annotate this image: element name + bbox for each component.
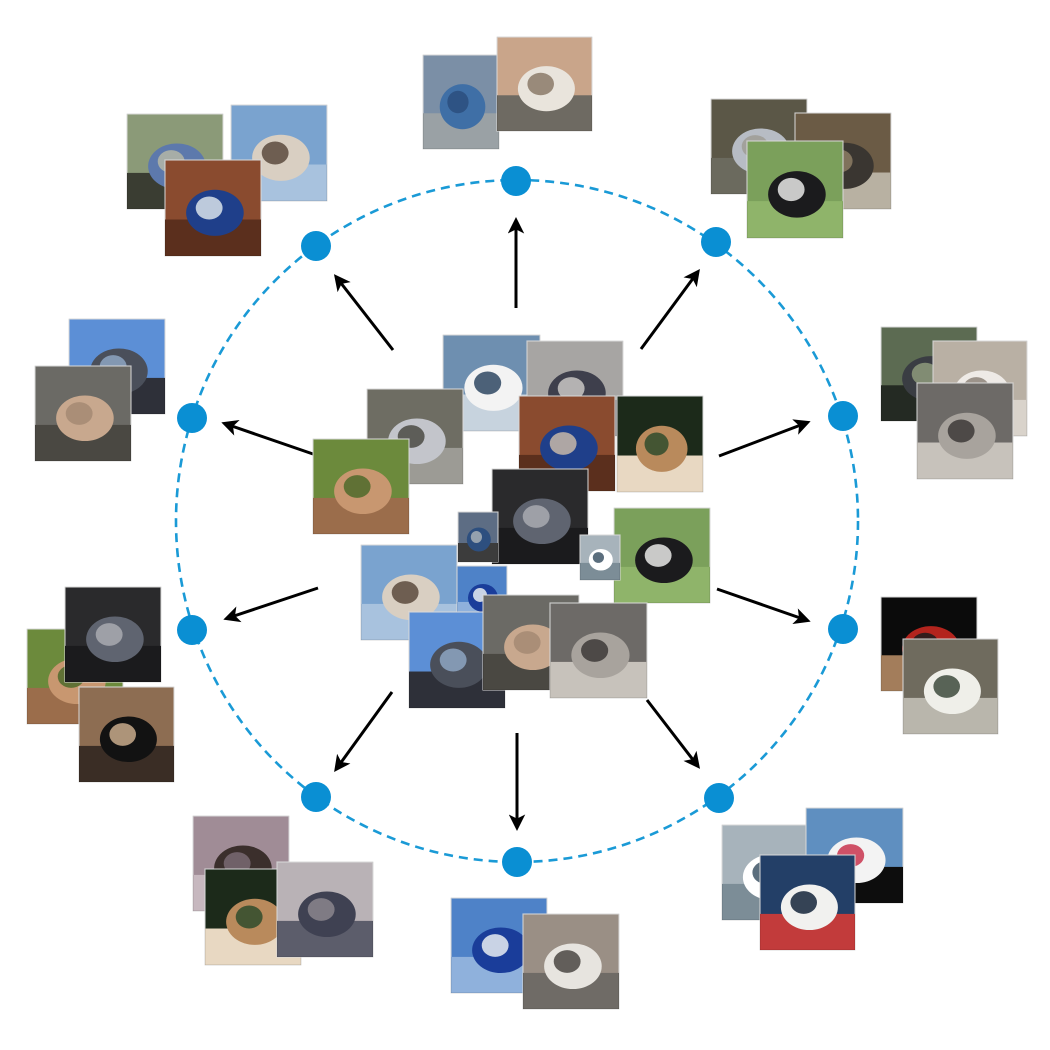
center-dog-photo: [366, 388, 464, 485]
arrow-cars: [716, 587, 811, 624]
cluster-monkeys: [34, 318, 166, 462]
arrow-monkeys: [221, 419, 314, 456]
arrow-birds: [333, 274, 395, 351]
truck-photo: [496, 36, 593, 132]
cluster-horses: [26, 586, 175, 783]
deer-photo: [276, 861, 374, 958]
center-truck-photo: [457, 511, 499, 563]
cluster-nodes: [177, 166, 858, 877]
cluster-thumbnails: [26, 36, 1028, 1010]
node-monkeys: [177, 403, 207, 433]
cluster-ships: [721, 807, 904, 951]
arrow-deer: [334, 691, 394, 773]
cluster-birds: [126, 104, 328, 257]
node-trucks: [501, 166, 531, 196]
ship-photo: [759, 854, 856, 951]
airplane-photo: [522, 913, 620, 1010]
node-cats: [828, 401, 858, 431]
center-ship-photo: [579, 534, 621, 581]
node-deer: [301, 782, 331, 812]
cluster-cars: [880, 596, 999, 735]
node-dogs: [701, 227, 731, 257]
arrow-cats: [718, 419, 811, 458]
arrow-dogs: [639, 269, 700, 350]
center-horse-photo: [312, 438, 410, 535]
monkey-photo: [34, 365, 132, 462]
car-photo: [902, 638, 999, 735]
cluster-trucks: [422, 36, 593, 150]
node-airplanes: [502, 847, 532, 877]
node-ships: [704, 783, 734, 813]
node-birds: [301, 231, 331, 261]
arrow-horses: [223, 586, 319, 623]
center-dog-photo: [613, 507, 711, 604]
horse-photo: [64, 586, 162, 683]
cluster-airplanes: [450, 897, 620, 1010]
bird-photo: [164, 159, 262, 257]
arrow-ships: [645, 699, 701, 769]
cluster-dogs: [710, 98, 892, 239]
truck-photo: [422, 54, 500, 150]
center-horse-photo: [491, 468, 589, 565]
dog-photo: [746, 140, 844, 239]
center-cat-photo: [549, 602, 648, 699]
horse-photo: [78, 686, 175, 783]
node-horses: [177, 615, 207, 645]
node-cars: [828, 614, 858, 644]
center-mosaic: [312, 334, 711, 709]
center-deer-photo: [616, 395, 704, 493]
cluster-deer: [192, 815, 374, 966]
arrows: [221, 217, 811, 831]
cluster-cats: [880, 326, 1028, 480]
cat-photo: [916, 382, 1014, 480]
